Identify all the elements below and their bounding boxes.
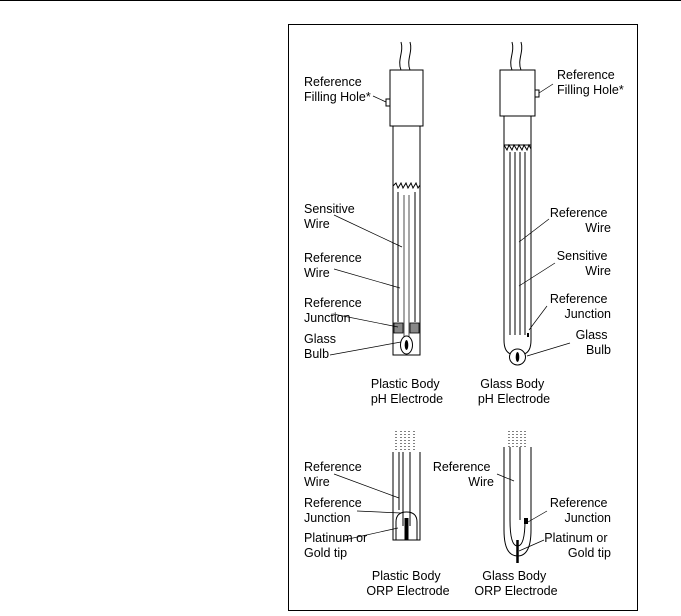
reference-junction-block	[393, 322, 404, 334]
label-orp-reference-wire-b: Reference Wire	[433, 460, 494, 489]
cable-wire	[510, 41, 514, 71]
cable-wire	[399, 41, 403, 71]
label-sensitive-wire-b: Sensitive Wire	[557, 249, 611, 278]
glass-shaft	[503, 145, 532, 340]
label-reference-junction-a: Reference Junction	[304, 296, 365, 325]
reference-junction-mark	[527, 333, 529, 337]
electrode-shaft	[392, 126, 421, 356]
plastic-orp-electrode	[392, 431, 421, 541]
label-glass-bulb-b: Glass Bulb	[576, 328, 611, 357]
cable-wire	[519, 41, 523, 71]
glass-orp-electrode	[503, 431, 532, 563]
label-ref-filling-hole-b: Reference Filling Hole*	[557, 68, 624, 97]
electrode-cap	[389, 69, 424, 127]
label-reference-wire-b: Reference Wire	[550, 206, 611, 235]
label-sensitive-wire-a: Sensitive Wire	[304, 202, 358, 231]
plastic-orp-leaders	[333, 473, 402, 541]
caption-plastic-orp: Plastic Body ORP Electrode	[366, 569, 449, 598]
label-reference-wire-a: Reference Wire	[304, 251, 365, 280]
tip-guard	[395, 511, 418, 540]
electrode-cap	[499, 69, 536, 117]
label-orp-reference-wire-a: Reference Wire	[304, 460, 365, 489]
label-orp-tip-b: Platinum or Gold tip	[544, 531, 611, 560]
bulb-core	[404, 340, 409, 350]
caption-glass-ph: Glass Body pH Electrode	[478, 377, 550, 406]
glass-ph-leaders	[518, 83, 571, 357]
glass-ph-electrode	[499, 41, 540, 366]
caption-glass-orp: Glass Body ORP Electrode	[474, 569, 557, 598]
label-glass-bulb-a: Glass Bulb	[304, 332, 339, 361]
label-orp-reference-junction-b: Reference Junction	[550, 496, 611, 525]
glass-tube	[503, 447, 532, 557]
glass-orp-leaders	[496, 473, 548, 552]
plastic-ph-electrode	[385, 41, 424, 356]
cap-collar	[503, 116, 532, 146]
label-reference-junction-b: Reference Junction	[550, 292, 611, 321]
thread-zigzag	[392, 181, 421, 190]
caption-plastic-ph: Plastic Body pH Electrode	[371, 377, 443, 406]
reference-junction-block	[409, 322, 420, 334]
filling-hole-plug	[534, 89, 540, 98]
diagram-frame	[288, 24, 638, 611]
plastic-ph-leaders	[329, 95, 403, 356]
thread-zigzag	[503, 143, 532, 152]
label-ref-filling-hole-a: Reference Filling Hole*	[304, 75, 371, 104]
filling-hole-plug	[385, 98, 391, 107]
cable-wire	[408, 41, 412, 71]
label-orp-tip-a: Platinum or Gold tip	[304, 531, 371, 560]
page-top-rule	[0, 0, 681, 1]
bulb-core	[515, 352, 520, 362]
platinum-tip	[404, 518, 409, 540]
reference-junction-mark	[524, 518, 528, 524]
label-orp-reference-junction-a: Reference Junction	[304, 496, 365, 525]
